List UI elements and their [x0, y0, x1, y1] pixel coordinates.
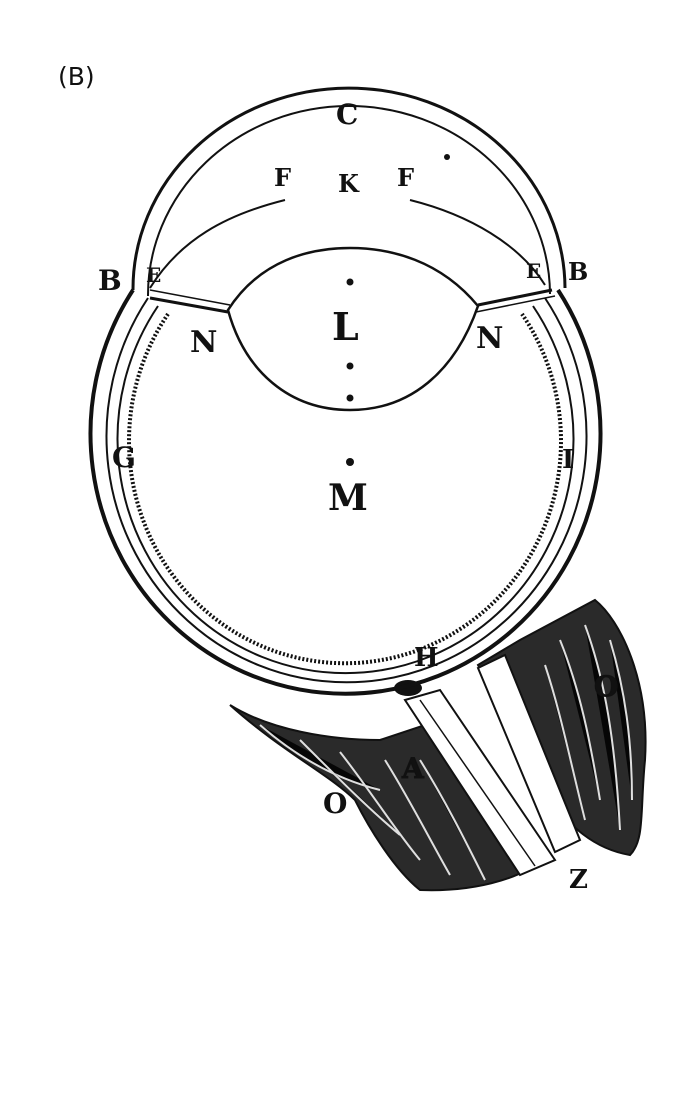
label-O-left: O [323, 787, 347, 820]
label-Z: Z [569, 865, 588, 895]
label-K: K [338, 169, 360, 198]
label-M: M [328, 477, 368, 519]
diagram-labels: C K F F B E E B N N L G I M H A O O Z [98, 98, 619, 895]
label-O-right: O [594, 670, 618, 703]
label-E-right: E [526, 259, 541, 283]
retina [127, 312, 563, 666]
label-G: G [112, 441, 136, 474]
lens [226, 246, 480, 412]
label-I: I [562, 445, 574, 475]
optic-nerve-channel [403, 688, 557, 877]
label-F-right: F [397, 163, 414, 192]
sclera [88, 288, 603, 696]
label-F-left: F [274, 163, 291, 192]
iris-left [149, 199, 286, 289]
ciliary-left [149, 296, 229, 314]
label-B-left: B [98, 264, 122, 297]
cornea [131, 86, 567, 291]
eyeball [88, 86, 603, 696]
choroid [116, 305, 575, 675]
optic-axis-points [346, 278, 354, 466]
label-E-left: E [146, 263, 161, 287]
iris-right [409, 199, 546, 286]
nerve-sheath [476, 653, 582, 854]
label-N-right: N [476, 321, 503, 356]
muscle-hatching [259, 624, 633, 881]
label-N-left: N [190, 325, 217, 360]
label-A: A [401, 752, 425, 785]
panel-label: (B) [58, 62, 95, 91]
ciliary-right [477, 288, 553, 307]
label-H: H [414, 643, 439, 673]
label-L: L [332, 304, 359, 349]
label-B-right: B [568, 257, 588, 286]
label-C: C [336, 98, 358, 131]
optic-nerve-and-muscles [229, 598, 647, 892]
